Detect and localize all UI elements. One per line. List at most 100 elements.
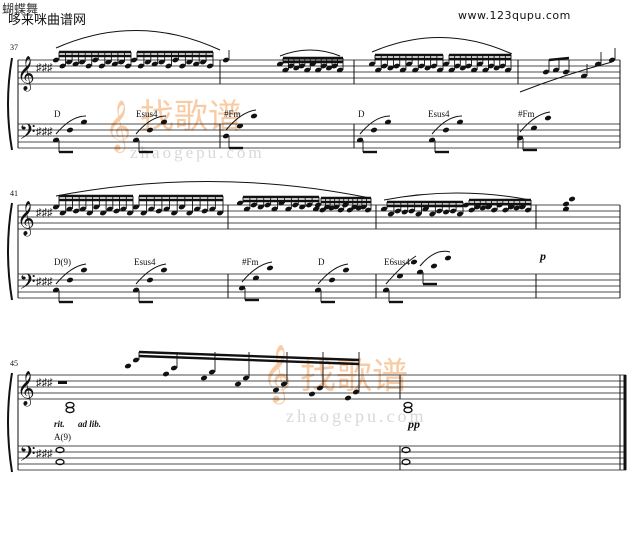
note-head (160, 267, 168, 273)
note-head (79, 59, 86, 65)
note-head (264, 202, 271, 208)
watermark-domain: zhaogepu.com (286, 406, 426, 426)
grace-note (162, 371, 170, 377)
whole-note (55, 446, 65, 454)
note-head (387, 211, 395, 217)
whole-note (55, 458, 65, 466)
whole-note (403, 406, 413, 414)
note-head (132, 204, 140, 210)
key-signature-icon: ♯♯♯ (36, 126, 53, 138)
slur (431, 115, 463, 135)
note-head (59, 63, 66, 69)
notation-marks (52, 30, 616, 466)
note-head (562, 201, 570, 207)
note-head (305, 202, 313, 208)
note-head (99, 210, 107, 216)
note-head (382, 287, 390, 293)
slur (55, 181, 371, 199)
note-head (312, 206, 320, 212)
note-head (319, 207, 326, 213)
note-head (172, 57, 179, 63)
slur (241, 261, 273, 283)
note-head (436, 208, 443, 214)
dynamic-mark: pp (407, 417, 420, 431)
note-head (106, 206, 113, 212)
note-head (424, 65, 431, 71)
note-head (418, 63, 425, 69)
note-head (80, 119, 88, 125)
note-head (552, 67, 560, 73)
note-head (222, 57, 230, 63)
note-head (222, 133, 230, 139)
note-head (179, 63, 186, 69)
chord-symbol: E6sus4 (384, 257, 411, 267)
note-head (206, 63, 214, 69)
bass-clef-icon: 𝄢 (19, 442, 36, 471)
note-head (155, 208, 163, 214)
note-head (193, 206, 201, 212)
note-head (387, 65, 394, 71)
note-head (271, 206, 278, 212)
note-head (356, 137, 364, 143)
note-head (132, 137, 140, 143)
note-head (92, 57, 99, 63)
slur (55, 115, 87, 135)
slur (419, 250, 451, 267)
site-url: www.123qupu.com (458, 9, 571, 22)
note-head (381, 63, 388, 69)
note-head (524, 207, 532, 213)
note-head (86, 210, 93, 216)
note-head (282, 67, 289, 73)
chord-symbol: D(9) (54, 257, 71, 267)
note-head (105, 59, 112, 65)
slur (279, 49, 341, 57)
note-head (336, 67, 344, 73)
key-signature-icon: ♯♯♯ (36, 62, 53, 74)
slur (385, 255, 417, 285)
note-head (499, 63, 506, 69)
note-head (238, 285, 246, 291)
note-head (257, 204, 264, 210)
note-head (530, 125, 538, 131)
note-head (342, 267, 350, 273)
slur (55, 30, 221, 51)
note-head (193, 61, 200, 67)
note-head (113, 208, 120, 214)
note-head (118, 59, 125, 65)
slur (383, 192, 531, 201)
tempo-mark: ad lib. (78, 419, 101, 429)
chord-symbol: D (318, 257, 325, 267)
note-head (59, 210, 66, 216)
note-head (208, 369, 216, 375)
chord-symbol: D (358, 109, 365, 119)
note-head (454, 63, 461, 69)
measure-number: 37 (10, 43, 18, 52)
note-head (491, 207, 498, 213)
note-head (380, 206, 388, 212)
grace-note (272, 387, 280, 393)
note-head (479, 205, 487, 211)
note-head (66, 206, 73, 212)
rest-mark (58, 381, 67, 384)
note-head (608, 57, 616, 63)
note-head (304, 67, 311, 73)
note-head (66, 277, 74, 283)
note-head (465, 63, 472, 69)
note-head (429, 211, 436, 217)
note-head (416, 269, 424, 275)
note-head (73, 208, 80, 214)
treble-clef-icon: 𝄞 (17, 371, 35, 407)
note-head (242, 375, 250, 381)
note-head (580, 73, 588, 79)
note-head (160, 119, 168, 125)
treble-clef-logo-icon: 𝄞 (105, 101, 131, 153)
note-head (170, 365, 178, 371)
note-head (352, 389, 360, 395)
note-head (66, 127, 74, 133)
chord-symbol: Esus4 (428, 109, 450, 119)
note-head (52, 204, 60, 210)
note-head (544, 115, 552, 121)
note-head (384, 119, 392, 125)
note-head (342, 202, 349, 208)
note-head (285, 206, 292, 212)
